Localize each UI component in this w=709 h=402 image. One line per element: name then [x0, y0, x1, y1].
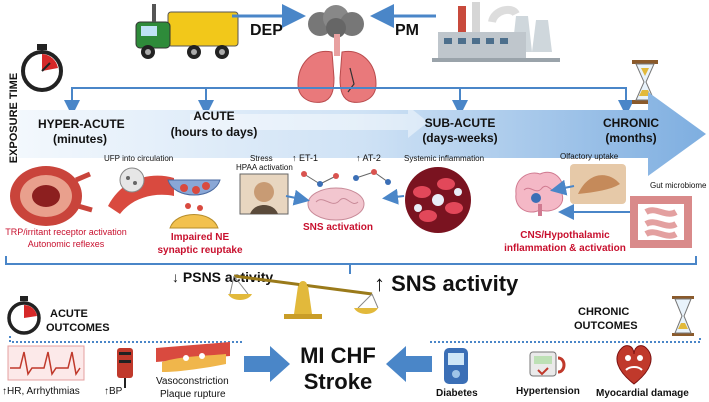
inflammation-cells-icon: [405, 167, 471, 233]
trp-label-2: Autonomic reflexes: [27, 239, 105, 249]
hypertension-label: Hypertension: [516, 386, 580, 397]
at2-text: AT-2: [362, 153, 381, 163]
dep-label: DEP: [250, 22, 283, 39]
acute-outcomes-label-1: ACUTE: [50, 308, 88, 320]
stage-sub-acute-title: SUB-ACUTE: [424, 116, 496, 130]
synapse-icon: [167, 179, 221, 229]
intestine-icon: [630, 196, 692, 248]
ecg-icon: [7, 345, 85, 381]
stressed-person-icon: [239, 173, 289, 215]
acute-outcomes-label-2: OUTCOMES: [46, 322, 110, 334]
smoke-cloud-icon: [308, 5, 364, 38]
cns-label-2: inflammation & activation: [504, 243, 626, 254]
lungs-icon: [297, 34, 377, 103]
et1-text: ET-1: [299, 153, 319, 163]
vaso-label-1: Vasoconstriction: [156, 376, 229, 387]
gut-label: Gut microbiome: [650, 181, 707, 190]
factory-icon: [432, 2, 560, 62]
trp-label-1: TRP/irritant receptor activation: [5, 227, 127, 237]
vessel-ufp-icon: [108, 167, 174, 214]
outcome-center-1: MI CHF: [300, 343, 376, 368]
ne-label-2: synaptic reuptake: [157, 245, 243, 256]
diabetes-label: Diabetes: [436, 388, 478, 399]
chronic-outcomes-label-2: OUTCOMES: [574, 320, 638, 332]
stage-chronic-title: CHRONIC: [603, 116, 659, 130]
stopwatch-small-icon: [7, 296, 41, 335]
hourglass-icon: [632, 60, 658, 104]
psns-label: PSNS activity: [182, 269, 274, 285]
myocardial-label: Myocardial damage: [596, 388, 689, 399]
stopwatch-icon: [21, 44, 63, 92]
glucometer-icon: [444, 348, 468, 384]
pm-label: PM: [395, 22, 419, 39]
stage-hyper-acute-sub: (minutes): [53, 132, 107, 146]
stress-label: Stress: [250, 154, 273, 163]
ufp-label: UFP into circulation: [104, 154, 174, 163]
bp-label: ↑BP: [104, 386, 123, 397]
outcome-center-2: Stroke: [303, 369, 373, 394]
et1-label: ↑ ET-1: [292, 153, 319, 163]
sns-activation-label: SNS activation: [302, 222, 374, 233]
stage-chronic-sub: (months): [605, 131, 657, 145]
hr-text: HR, Arrhythmias: [7, 386, 80, 397]
plaque-vessel-icon: [156, 342, 230, 372]
bp-cuff-icon: [117, 348, 133, 388]
sns-text: ↑ SNS activity: [374, 271, 519, 296]
truck-icon: [135, 4, 239, 59]
stage-hyper-acute-title: HYPER-ACUTE: [38, 117, 125, 131]
olfactory-label: Olfactory uptake: [560, 152, 619, 161]
timeline-arrow: [18, 92, 706, 176]
cns-label-1: CNS/Hypothalamic: [520, 230, 610, 241]
hourglass-small-icon: [672, 296, 694, 336]
stage-acute-title: ACUTE: [193, 109, 235, 123]
balance-scale-icon: [228, 274, 379, 319]
stage-sub-acute-sub: (days-weeks): [422, 131, 498, 145]
bp-text: BP: [109, 386, 123, 397]
systemic-label: Systemic inflammation: [404, 154, 485, 163]
bp-monitor-icon: [529, 351, 566, 377]
damaged-heart-icon: [616, 345, 652, 385]
psns-text: ↓ PSNS activity: [172, 269, 274, 285]
hr-label: ↑HR, Arrhythmias: [2, 386, 80, 397]
nose-icon: [570, 164, 626, 204]
artery-icon: [10, 166, 93, 226]
hpaa-label: HPAA activation: [236, 163, 293, 172]
ne-label-1: Impaired NE: [170, 232, 230, 243]
sns-label: SNS activity: [391, 271, 519, 296]
at2-label: ↑ AT-2: [356, 153, 381, 163]
vaso-label-2: Plaque rupture: [160, 389, 226, 400]
chronic-outcomes-label-1: CHRONIC: [578, 306, 630, 318]
stage-acute-sub: (hours to days): [170, 125, 258, 139]
